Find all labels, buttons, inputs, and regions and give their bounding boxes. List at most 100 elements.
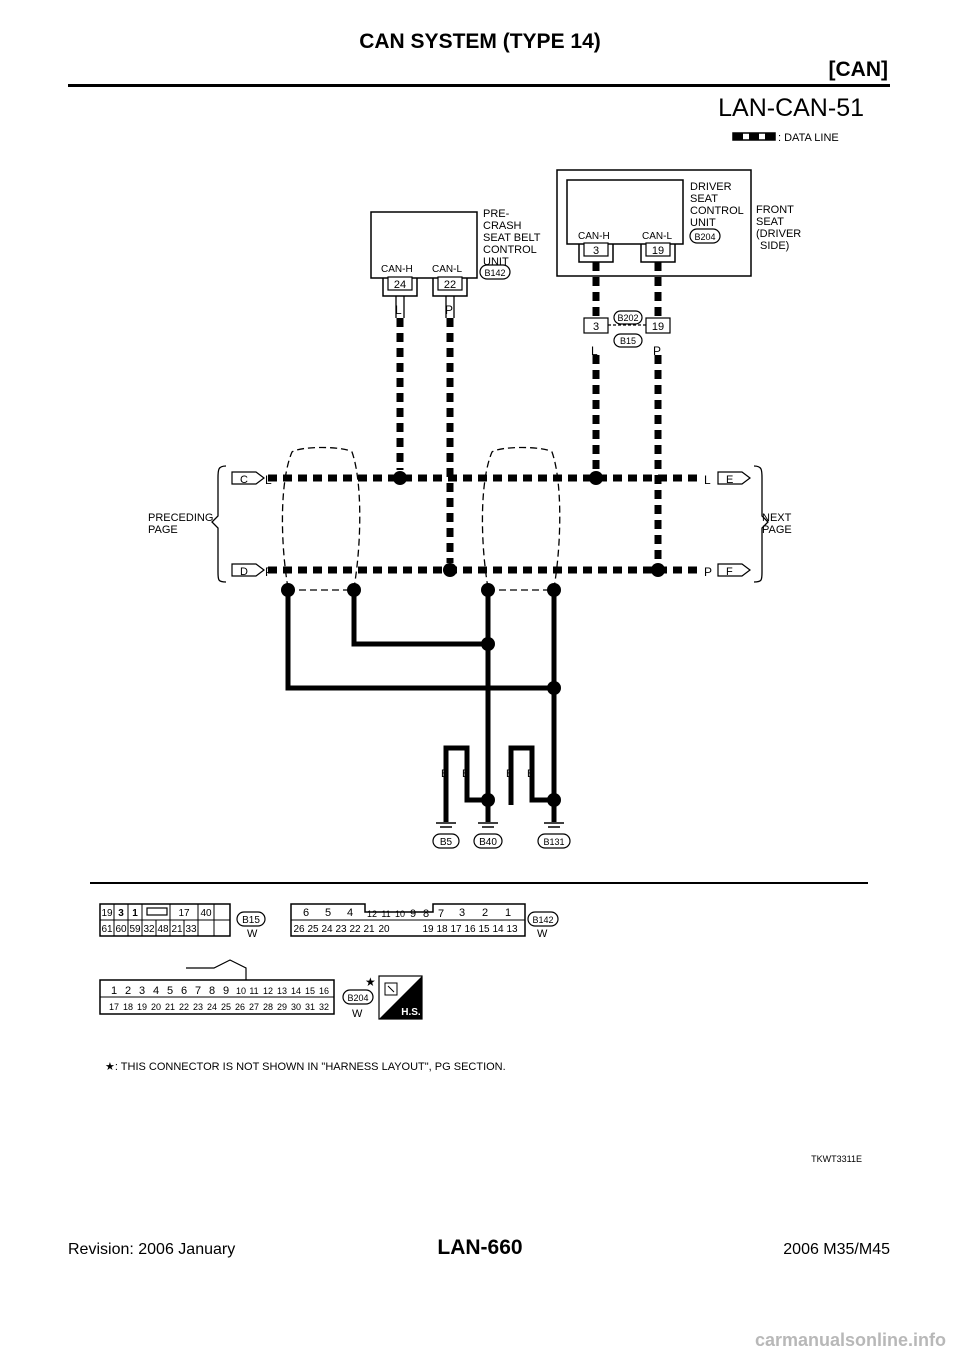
svg-text:20: 20 — [151, 1002, 161, 1012]
driver-seat-unit: DRIVER SEAT CONTROL UNIT FRONT SEAT (DRI… — [556, 169, 801, 277]
svg-text:12: 12 — [263, 986, 273, 996]
svg-text:W: W — [247, 928, 258, 940]
precrash-unit: PRE- CRASH SEAT BELT CONTROL UNIT CAN-H … — [370, 208, 543, 297]
svg-text:B204: B204 — [347, 993, 368, 1003]
connector-view-b204: 1 2 3 4 5 6 7 8 9 10 11 12 13 14 15 16 1… — [99, 959, 376, 1020]
svg-text:25: 25 — [307, 924, 319, 935]
svg-text:1: 1 — [132, 908, 138, 919]
precrash-pin-24: 24 — [394, 279, 406, 291]
svg-text:B: B — [441, 768, 448, 780]
svg-text:L: L — [704, 473, 711, 487]
svg-text:L: L — [265, 473, 272, 487]
svg-text:31: 31 — [305, 1002, 315, 1012]
driver-pin-19: 19 — [652, 245, 664, 257]
svg-text:19: 19 — [652, 321, 664, 333]
svg-text:11: 11 — [249, 986, 258, 996]
svg-text:19: 19 — [137, 1002, 147, 1012]
revision-label: Revision: 2006 January — [68, 1241, 236, 1258]
svg-text:B: B — [527, 768, 534, 780]
svg-text:D: D — [240, 566, 248, 578]
svg-text:2: 2 — [482, 907, 488, 919]
svg-text:18: 18 — [436, 924, 448, 935]
svg-text:24: 24 — [321, 924, 333, 935]
svg-text:C: C — [240, 474, 248, 486]
svg-text:21: 21 — [165, 1002, 175, 1012]
ground-b40: B40 — [479, 837, 497, 848]
data-line-wires — [268, 262, 700, 574]
precrash-name: PRE- CRASH SEAT BELT CONTROL UNIT — [483, 208, 543, 268]
svg-text:16: 16 — [319, 986, 329, 996]
svg-text:19: 19 — [101, 908, 113, 919]
svg-text:22: 22 — [349, 924, 361, 935]
svg-text:16: 16 — [464, 924, 476, 935]
svg-text:32: 32 — [319, 1002, 329, 1012]
svg-text:2: 2 — [125, 985, 131, 997]
svg-text:48: 48 — [157, 924, 169, 935]
connector-view-b142: 6 5 4 12 11 10 9 8 7 3 2 1 26 25 24 23 2… — [290, 903, 559, 940]
svg-text:14: 14 — [291, 986, 301, 996]
svg-text:W: W — [537, 928, 548, 940]
svg-text:21: 21 — [171, 924, 183, 935]
svg-text:1: 1 — [111, 985, 117, 997]
driver-canl-label: CAN-L — [642, 231, 672, 242]
svg-text:B15: B15 — [242, 915, 260, 926]
section-label: [CAN] — [828, 58, 888, 81]
svg-text:17: 17 — [109, 1002, 119, 1012]
svg-text:26: 26 — [235, 1002, 245, 1012]
watermark: carmanualsonline.info — [754, 1330, 946, 1350]
connector-view-b15: 19 3 1 17 40 61 60 59 32 48 21 33 B15 W — [99, 903, 266, 940]
svg-text:11: 11 — [381, 909, 390, 919]
svg-text:E: E — [726, 474, 733, 486]
svg-text:P: P — [265, 565, 273, 579]
svg-text:15: 15 — [305, 986, 315, 996]
b204-row2: 17 18 19 20 21 22 23 24 25 26 27 28 29 3… — [109, 1002, 329, 1012]
page-number: LAN-660 — [437, 1236, 523, 1259]
svg-text:59: 59 — [129, 924, 141, 935]
svg-text:19: 19 — [422, 924, 434, 935]
svg-text:6: 6 — [181, 985, 187, 997]
svg-text:4: 4 — [153, 985, 159, 997]
svg-text:40: 40 — [200, 908, 212, 919]
data-line-legend: : DATA LINE — [732, 132, 839, 144]
wire-color-labels: L P L P L P L P — [265, 303, 712, 579]
driver-seat-name: DRIVER SEAT CONTROL UNIT — [690, 181, 746, 229]
svg-text:W: W — [352, 1008, 363, 1020]
ground-wire-color-labels: B B B B — [441, 768, 534, 780]
svg-text:7: 7 — [438, 908, 444, 920]
svg-text:61: 61 — [101, 924, 113, 935]
svg-text:5: 5 — [325, 907, 331, 919]
precrash-canl-label: CAN-L — [432, 264, 462, 275]
svg-text:L: L — [395, 303, 402, 317]
svg-text:B: B — [462, 768, 469, 780]
joint-top-id: B202 — [617, 313, 638, 323]
image-code: TKWT3311E — [811, 1154, 862, 1164]
ground-b5: B5 — [440, 837, 453, 848]
svg-text:20: 20 — [378, 924, 390, 935]
svg-text:25: 25 — [221, 1002, 231, 1012]
joint-bottom-id: B15 — [620, 336, 636, 346]
svg-text:12: 12 — [367, 909, 377, 919]
connector-note: ★: THIS CONNECTOR IS NOT SHOWN IN "HARNE… — [105, 1061, 506, 1073]
junction-dots — [281, 471, 665, 807]
svg-text:29: 29 — [277, 1002, 287, 1012]
precrash-canh-label: CAN-H — [381, 264, 413, 275]
svg-text:14: 14 — [492, 924, 504, 935]
svg-text:3: 3 — [118, 908, 124, 919]
precrash-connector: B142 — [484, 268, 505, 278]
model-label: 2006 M35/M45 — [783, 1241, 890, 1258]
figure-id: LAN-CAN-51 — [718, 94, 864, 122]
svg-text:4: 4 — [347, 907, 353, 919]
ground-wires — [285, 590, 557, 822]
svg-text:22: 22 — [179, 1002, 189, 1012]
svg-text:30: 30 — [291, 1002, 301, 1012]
svg-text:3: 3 — [139, 985, 145, 997]
svg-text:33: 33 — [185, 924, 197, 935]
svg-text:13: 13 — [277, 986, 287, 996]
svg-text:B: B — [506, 768, 513, 780]
svg-text:17: 17 — [178, 908, 190, 919]
ground-labels: B5 B40 B131 — [432, 833, 571, 849]
svg-text:32: 32 — [143, 924, 155, 935]
precrash-pin-22: 22 — [444, 279, 456, 291]
shield-lines — [281, 446, 561, 591]
